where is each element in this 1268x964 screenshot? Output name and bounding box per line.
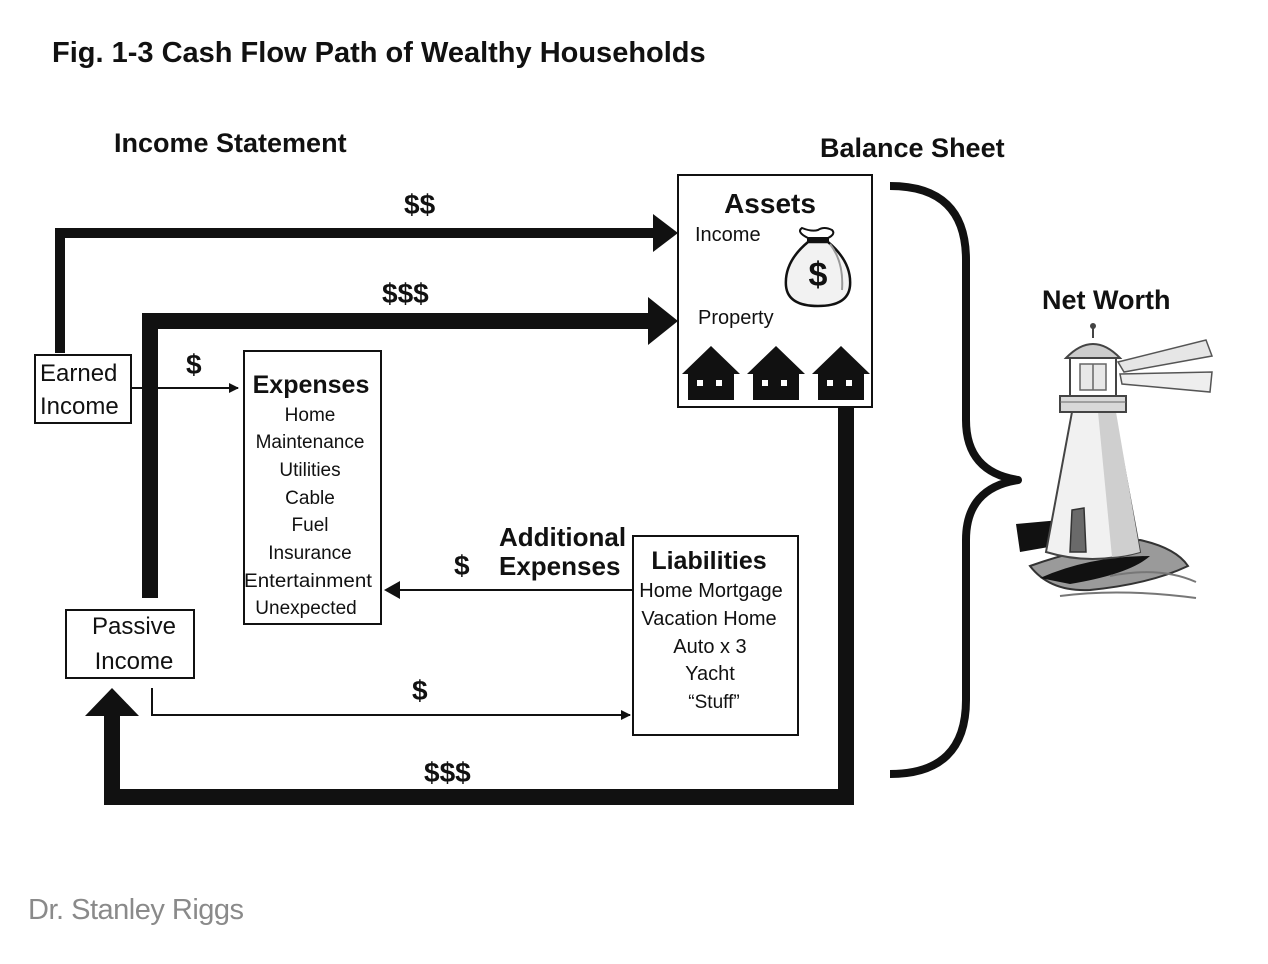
- house-icon: [812, 346, 870, 400]
- flow-label-passive-to-liabilities: $: [412, 675, 428, 706]
- expense-item: Fuel: [292, 515, 329, 536]
- liabilities-title: Liabilities: [651, 547, 766, 575]
- money-bag-icon: $: [784, 226, 852, 308]
- liability-item: Home Mortgage: [639, 580, 782, 602]
- figure-title: Fig. 1-3 Cash Flow Path of Wealthy House…: [52, 37, 706, 69]
- expense-item: Utilities: [279, 460, 340, 481]
- arrowhead-earned-to-assets: [653, 214, 678, 252]
- balance-sheet-brace: [889, 182, 1022, 778]
- flow-label-liabilities-to-expenses: $: [454, 550, 470, 581]
- liabilities-box: [632, 535, 799, 736]
- liability-stuff: “Stuff”: [688, 692, 739, 713]
- income-statement-heading: Income Statement: [114, 128, 347, 158]
- house-icon: [682, 346, 740, 400]
- earned-income-line1: Earned: [40, 360, 117, 387]
- flow-label-earned-to-assets: $$: [404, 189, 436, 220]
- passive-income-line1: Passive: [92, 613, 176, 640]
- additional-expenses-line2: Expenses: [499, 551, 620, 581]
- flow-label-assets-to-passive: $$$: [424, 757, 471, 788]
- flow-earned-to-assets: [55, 228, 655, 353]
- svg-text:$: $: [809, 256, 828, 294]
- arrowhead-assets-to-passive: [85, 688, 139, 716]
- passive-income-line2: Income: [95, 648, 174, 675]
- liability-item: Yacht: [685, 663, 735, 685]
- balance-sheet-heading: Balance Sheet: [820, 133, 1005, 163]
- lighthouse-icon: [1016, 323, 1214, 599]
- arrowhead-liabilities-to-expenses: [384, 581, 400, 599]
- net-worth-heading: Net Worth: [1042, 285, 1171, 315]
- flow-label-earned-to-expenses: $: [186, 349, 202, 380]
- earned-income-line2: Income: [40, 393, 119, 420]
- assets-title: Assets: [724, 188, 816, 219]
- expense-item: Entertainment: [244, 571, 373, 592]
- house-icon: [747, 346, 805, 400]
- earned-income-box: [34, 354, 132, 424]
- assets-property-label: Property: [698, 307, 774, 329]
- flow-label-passive-to-assets: $$$: [382, 278, 429, 309]
- passive-income-box: [65, 609, 195, 679]
- arrowhead-passive-to-assets: [648, 297, 678, 345]
- liability-item: Auto x 3: [673, 636, 746, 658]
- expenses-title: Expenses: [253, 371, 370, 399]
- author-credit: Dr. Stanley Riggs: [28, 894, 244, 926]
- liability-item: Vacation Home: [641, 608, 776, 630]
- expenses-box: [243, 350, 382, 625]
- assets-income-label: Income: [695, 224, 761, 246]
- expense-item: Home: [285, 405, 336, 426]
- expense-item: Unexpected: [255, 598, 356, 619]
- additional-expenses-line1: Additional: [499, 522, 626, 552]
- flow-passive-to-assets: [142, 313, 652, 598]
- expense-item: Cable: [285, 488, 335, 509]
- flow-assets-to-passive: [104, 380, 854, 805]
- expense-item: Maintenance: [256, 432, 365, 453]
- expense-item: Insurance: [268, 543, 351, 564]
- flow-passive-to-liabilities: [151, 688, 631, 720]
